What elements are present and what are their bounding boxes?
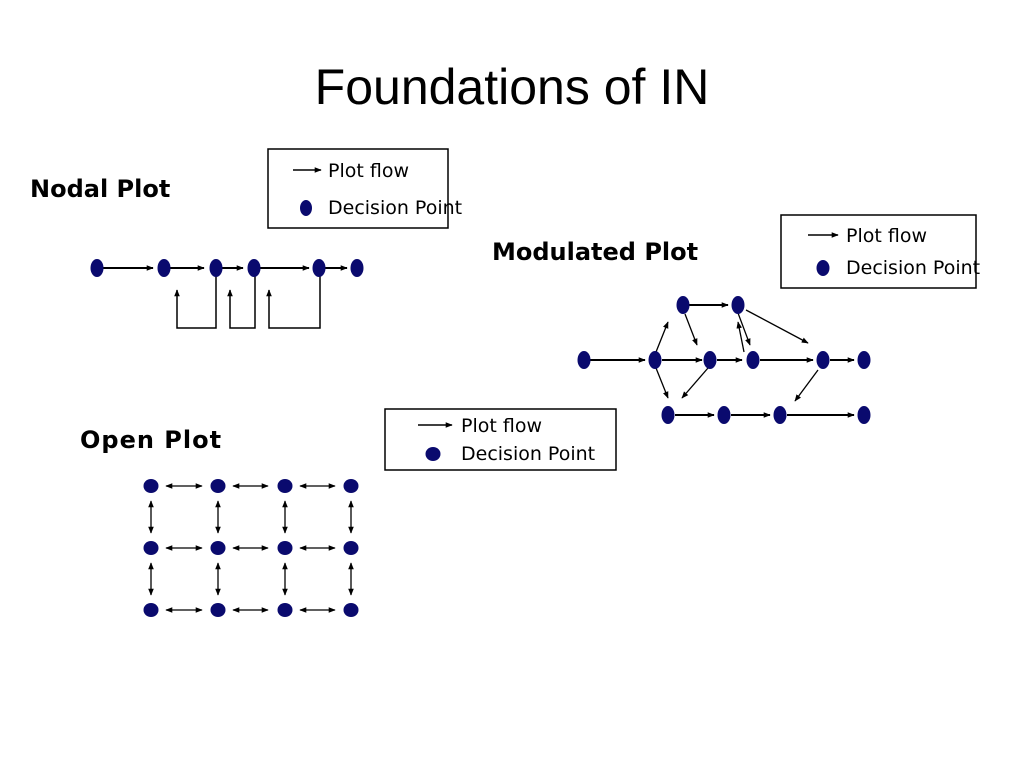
nodal-legend-decision-label: Decision Point bbox=[328, 197, 462, 219]
modulated-branch-arrow bbox=[794, 369, 819, 402]
decision-point-node bbox=[210, 479, 226, 493]
decision-point-node bbox=[277, 541, 293, 555]
decision-point-node bbox=[816, 351, 830, 369]
nodal-legend: Plot flow Decision Point bbox=[267, 148, 462, 229]
decision-point-node bbox=[143, 541, 159, 555]
decision-point-node bbox=[717, 406, 731, 424]
nodal-loop-arrow bbox=[227, 268, 256, 329]
decision-point-node bbox=[143, 603, 159, 617]
decision-point-node bbox=[648, 351, 662, 369]
nodal-legend-flow-label: Plot flow bbox=[328, 160, 409, 182]
modulated-legend-flow-label: Plot flow bbox=[846, 225, 927, 247]
modulated-legend-decision-label: Decision Point bbox=[846, 257, 980, 279]
nodal-loop-arrow bbox=[266, 268, 321, 329]
open-vertical-arrows bbox=[148, 500, 354, 596]
modulated-legend-dot bbox=[816, 260, 830, 276]
decision-point-node bbox=[210, 541, 226, 555]
modulated-legend: Plot flow Decision Point bbox=[780, 214, 980, 289]
decision-point-node bbox=[247, 259, 261, 277]
open-legend-dot bbox=[425, 447, 441, 461]
decision-point-node bbox=[857, 406, 871, 424]
nodal-legend-box bbox=[267, 148, 449, 229]
decision-point-node bbox=[343, 479, 359, 493]
decision-point-node bbox=[210, 603, 226, 617]
decision-point-node bbox=[343, 541, 359, 555]
decision-point-node bbox=[350, 259, 364, 277]
nodal-plot: Nodal Plot Plot flow Decision Point bbox=[30, 148, 462, 329]
nodal-loop-arrow bbox=[174, 268, 217, 329]
open-legend-decision-label: Decision Point bbox=[461, 443, 595, 465]
decision-point-node bbox=[143, 479, 159, 493]
open-plot: Open Plot Plot flow Decision Point bbox=[80, 408, 617, 617]
decision-point-node bbox=[277, 603, 293, 617]
decision-point-node bbox=[773, 406, 787, 424]
modulated-branch-arrow bbox=[655, 367, 669, 399]
modulated-legend-box bbox=[780, 214, 977, 289]
modulated-branch-arrow bbox=[745, 309, 809, 344]
modulated-branch-arrow bbox=[737, 312, 751, 346]
open-legend-flow-label: Plot flow bbox=[461, 415, 542, 437]
decision-point-node bbox=[312, 259, 326, 277]
decision-point-node bbox=[857, 351, 871, 369]
decision-point-node bbox=[676, 296, 690, 314]
modulated-branch-arrow bbox=[684, 313, 698, 346]
decision-point-node bbox=[661, 406, 675, 424]
modulated-plot-heading: Modulated Plot bbox=[492, 238, 698, 266]
decision-point-node bbox=[209, 259, 223, 277]
decision-point-node bbox=[577, 351, 591, 369]
decision-point-node bbox=[90, 259, 104, 277]
open-legend: Plot flow Decision Point bbox=[384, 408, 617, 471]
slide-title: Foundations of IN bbox=[314, 59, 710, 115]
nodal-legend-dot bbox=[300, 200, 312, 216]
decision-point-node bbox=[157, 259, 171, 277]
open-nodes bbox=[143, 479, 359, 617]
decision-point-node bbox=[277, 479, 293, 493]
open-horizontal-arrows bbox=[165, 483, 336, 613]
modulated-plot: Modulated Plot Plot flow Decision Point bbox=[492, 214, 980, 424]
open-legend-box bbox=[384, 408, 617, 471]
decision-point-node bbox=[703, 351, 717, 369]
decision-point-node bbox=[746, 351, 760, 369]
modulated-branch-arrow bbox=[681, 367, 709, 399]
nodal-plot-heading: Nodal Plot bbox=[30, 175, 170, 203]
open-plot-heading: Open Plot bbox=[80, 426, 222, 454]
modulated-branch-arrow bbox=[655, 321, 669, 353]
decision-point-node bbox=[343, 603, 359, 617]
modulated-branch-arrow bbox=[736, 321, 745, 353]
decision-point-node bbox=[731, 296, 745, 314]
